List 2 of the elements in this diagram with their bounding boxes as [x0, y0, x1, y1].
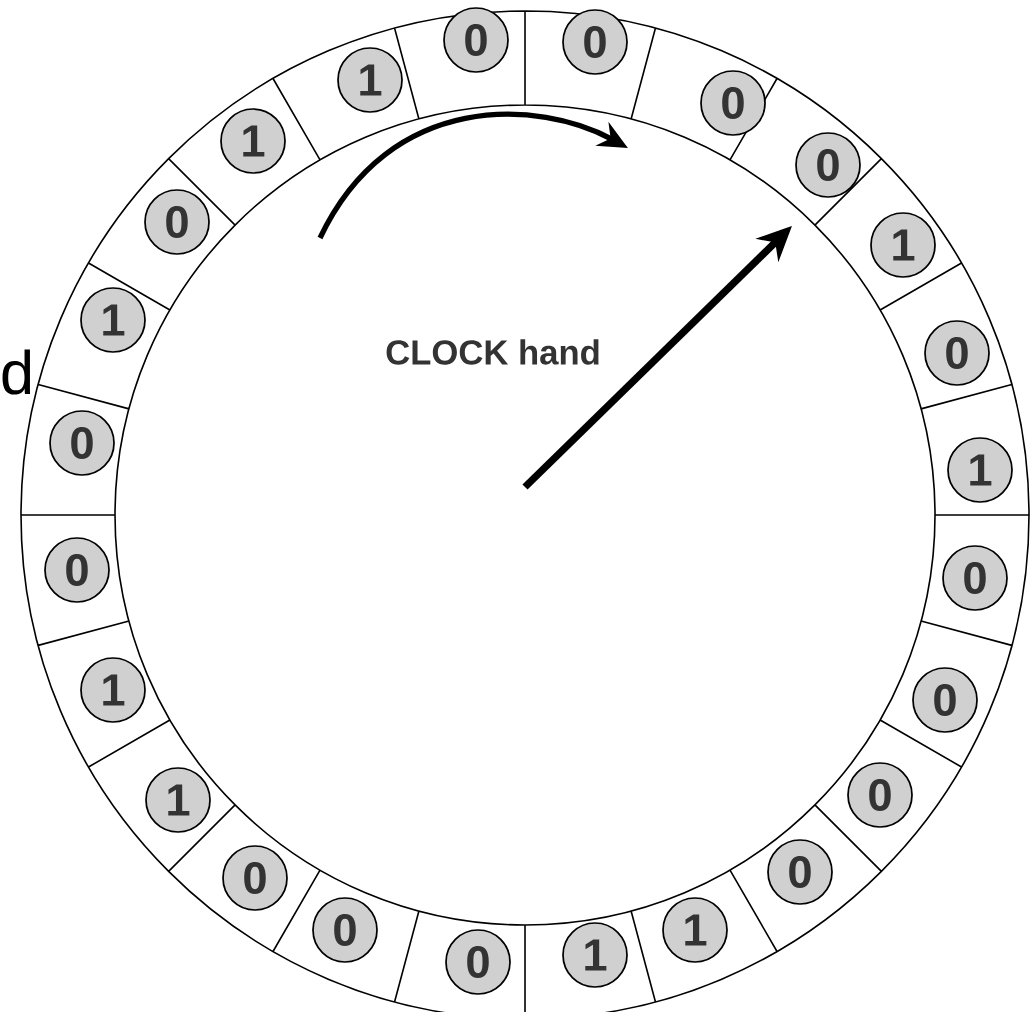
letter-label: d: [2, 349, 31, 395]
clock-hand-label: CLOCK hand: [386, 339, 599, 365]
